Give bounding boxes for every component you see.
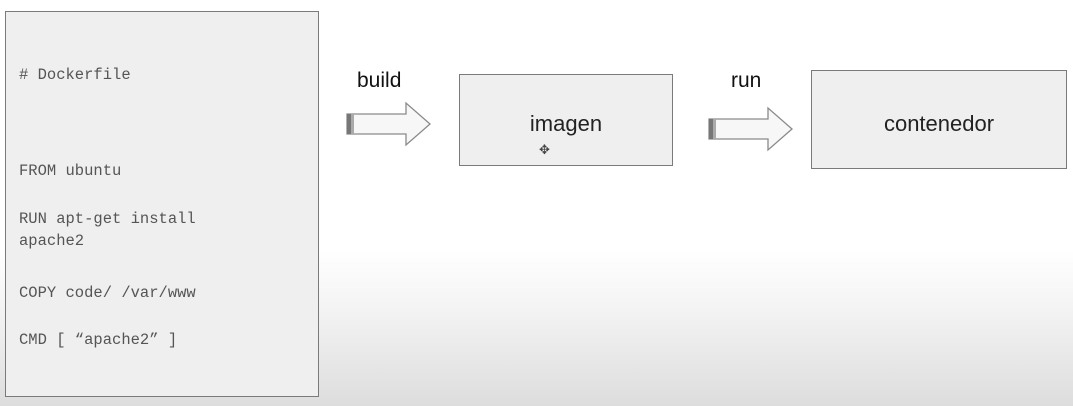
dockerfile-copy-line: COPY code/ /var/www bbox=[19, 284, 196, 302]
dockerfile-comment-line: # Dockerfile bbox=[19, 66, 131, 84]
dockerfile-run-continuation-line: apache2 bbox=[19, 232, 85, 250]
container-label: contenedor bbox=[883, 111, 995, 136]
build-arrow-icon bbox=[346, 101, 431, 147]
dockerfile-run-line: RUN apt-get install bbox=[19, 210, 196, 228]
run-arrow-icon bbox=[708, 106, 793, 152]
container-box: contenedor bbox=[811, 70, 1067, 169]
dockerfile-from-line: FROM ubuntu bbox=[19, 162, 122, 180]
move-cursor-icon: ✥ bbox=[539, 142, 550, 157]
image-box: imagen bbox=[459, 74, 673, 166]
build-label: build bbox=[357, 69, 402, 92]
dockerfile-cmd-line: CMD [ “apache2” ] bbox=[19, 331, 178, 349]
dockerfile-panel: # Dockerfile FROM ubuntu RUN apt-get ins… bbox=[5, 11, 319, 397]
run-label: run bbox=[731, 69, 762, 92]
image-label: imagen bbox=[529, 111, 603, 136]
